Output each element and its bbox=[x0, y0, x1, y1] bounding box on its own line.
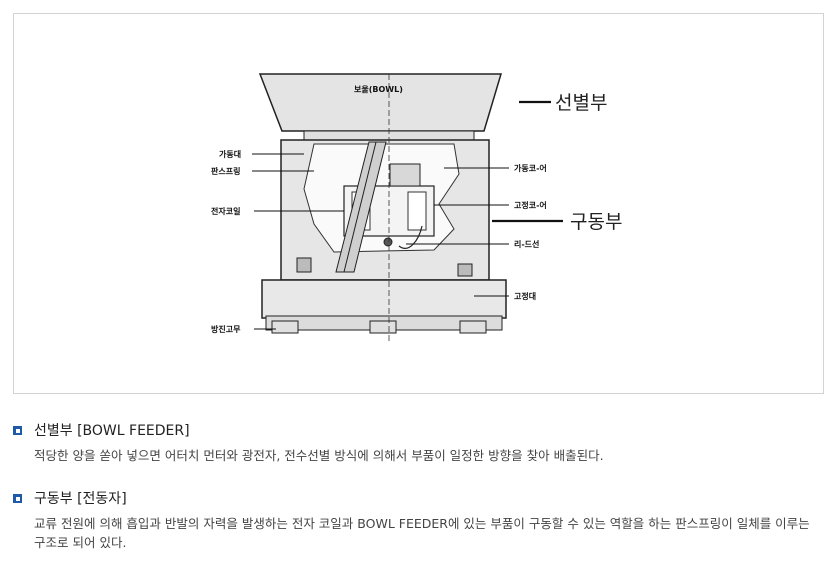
section-title: 선별부 [BOWL FEEDER] bbox=[34, 423, 190, 439]
bowl-shape bbox=[258, 73, 503, 132]
label-fixed-core: 고정코-어 bbox=[514, 200, 547, 210]
label-fixed-stand: 고정대 bbox=[514, 291, 536, 301]
bullet-icon bbox=[13, 493, 22, 503]
section-description: 적당한 양을 쏟아 넣으면 어터치 먼터와 광전자, 전수선별 방식에 의해서 … bbox=[34, 448, 604, 463]
base-shape bbox=[261, 279, 507, 319]
section-description: 교류 전원에 의해 흡입과 반발의 자력을 발생하는 전자 코일과 BOWL F… bbox=[34, 516, 810, 550]
label-plate-spring: 판스프링 bbox=[211, 166, 240, 176]
label-drive-section: 구동부 bbox=[570, 211, 622, 233]
section-title: 구동부 [전동자] bbox=[34, 491, 127, 507]
coil-right bbox=[407, 191, 427, 231]
plate-spring-shape bbox=[335, 141, 387, 273]
bullet-icon bbox=[13, 425, 22, 435]
label-selection-section: 선별부 bbox=[555, 92, 607, 114]
bowl-feeder-diagram: 보울(BOWL) 가동대 판스프링 전자코일 방진고무 가동코-어 고정코-어 … bbox=[211, 73, 622, 344]
label-moving-stand: 가동대 bbox=[219, 149, 241, 159]
label-moving-core: 가동코-어 bbox=[514, 163, 547, 173]
diagram-frame: 보울(BOWL) 가동대 판스프링 전자코일 방진고무 가동코-어 고정코-어 … bbox=[13, 13, 824, 394]
label-coil: 전자코일 bbox=[211, 206, 240, 216]
section-drive: 구동부 [전동자] 교류 전원에 의해 흡입과 반발의 자력을 발생하는 전자 … bbox=[13, 488, 824, 552]
label-lead-wire: 리-드선 bbox=[514, 239, 539, 249]
label-anti-vibration: 방진고무 bbox=[211, 324, 241, 334]
label-bowl: 보울(BOWL) bbox=[354, 84, 403, 94]
section-selection: 선별부 [BOWL FEEDER] 적당한 양을 쏟아 넣으면 어터치 먼터와 … bbox=[13, 420, 824, 465]
moving-core-shape bbox=[389, 163, 421, 187]
